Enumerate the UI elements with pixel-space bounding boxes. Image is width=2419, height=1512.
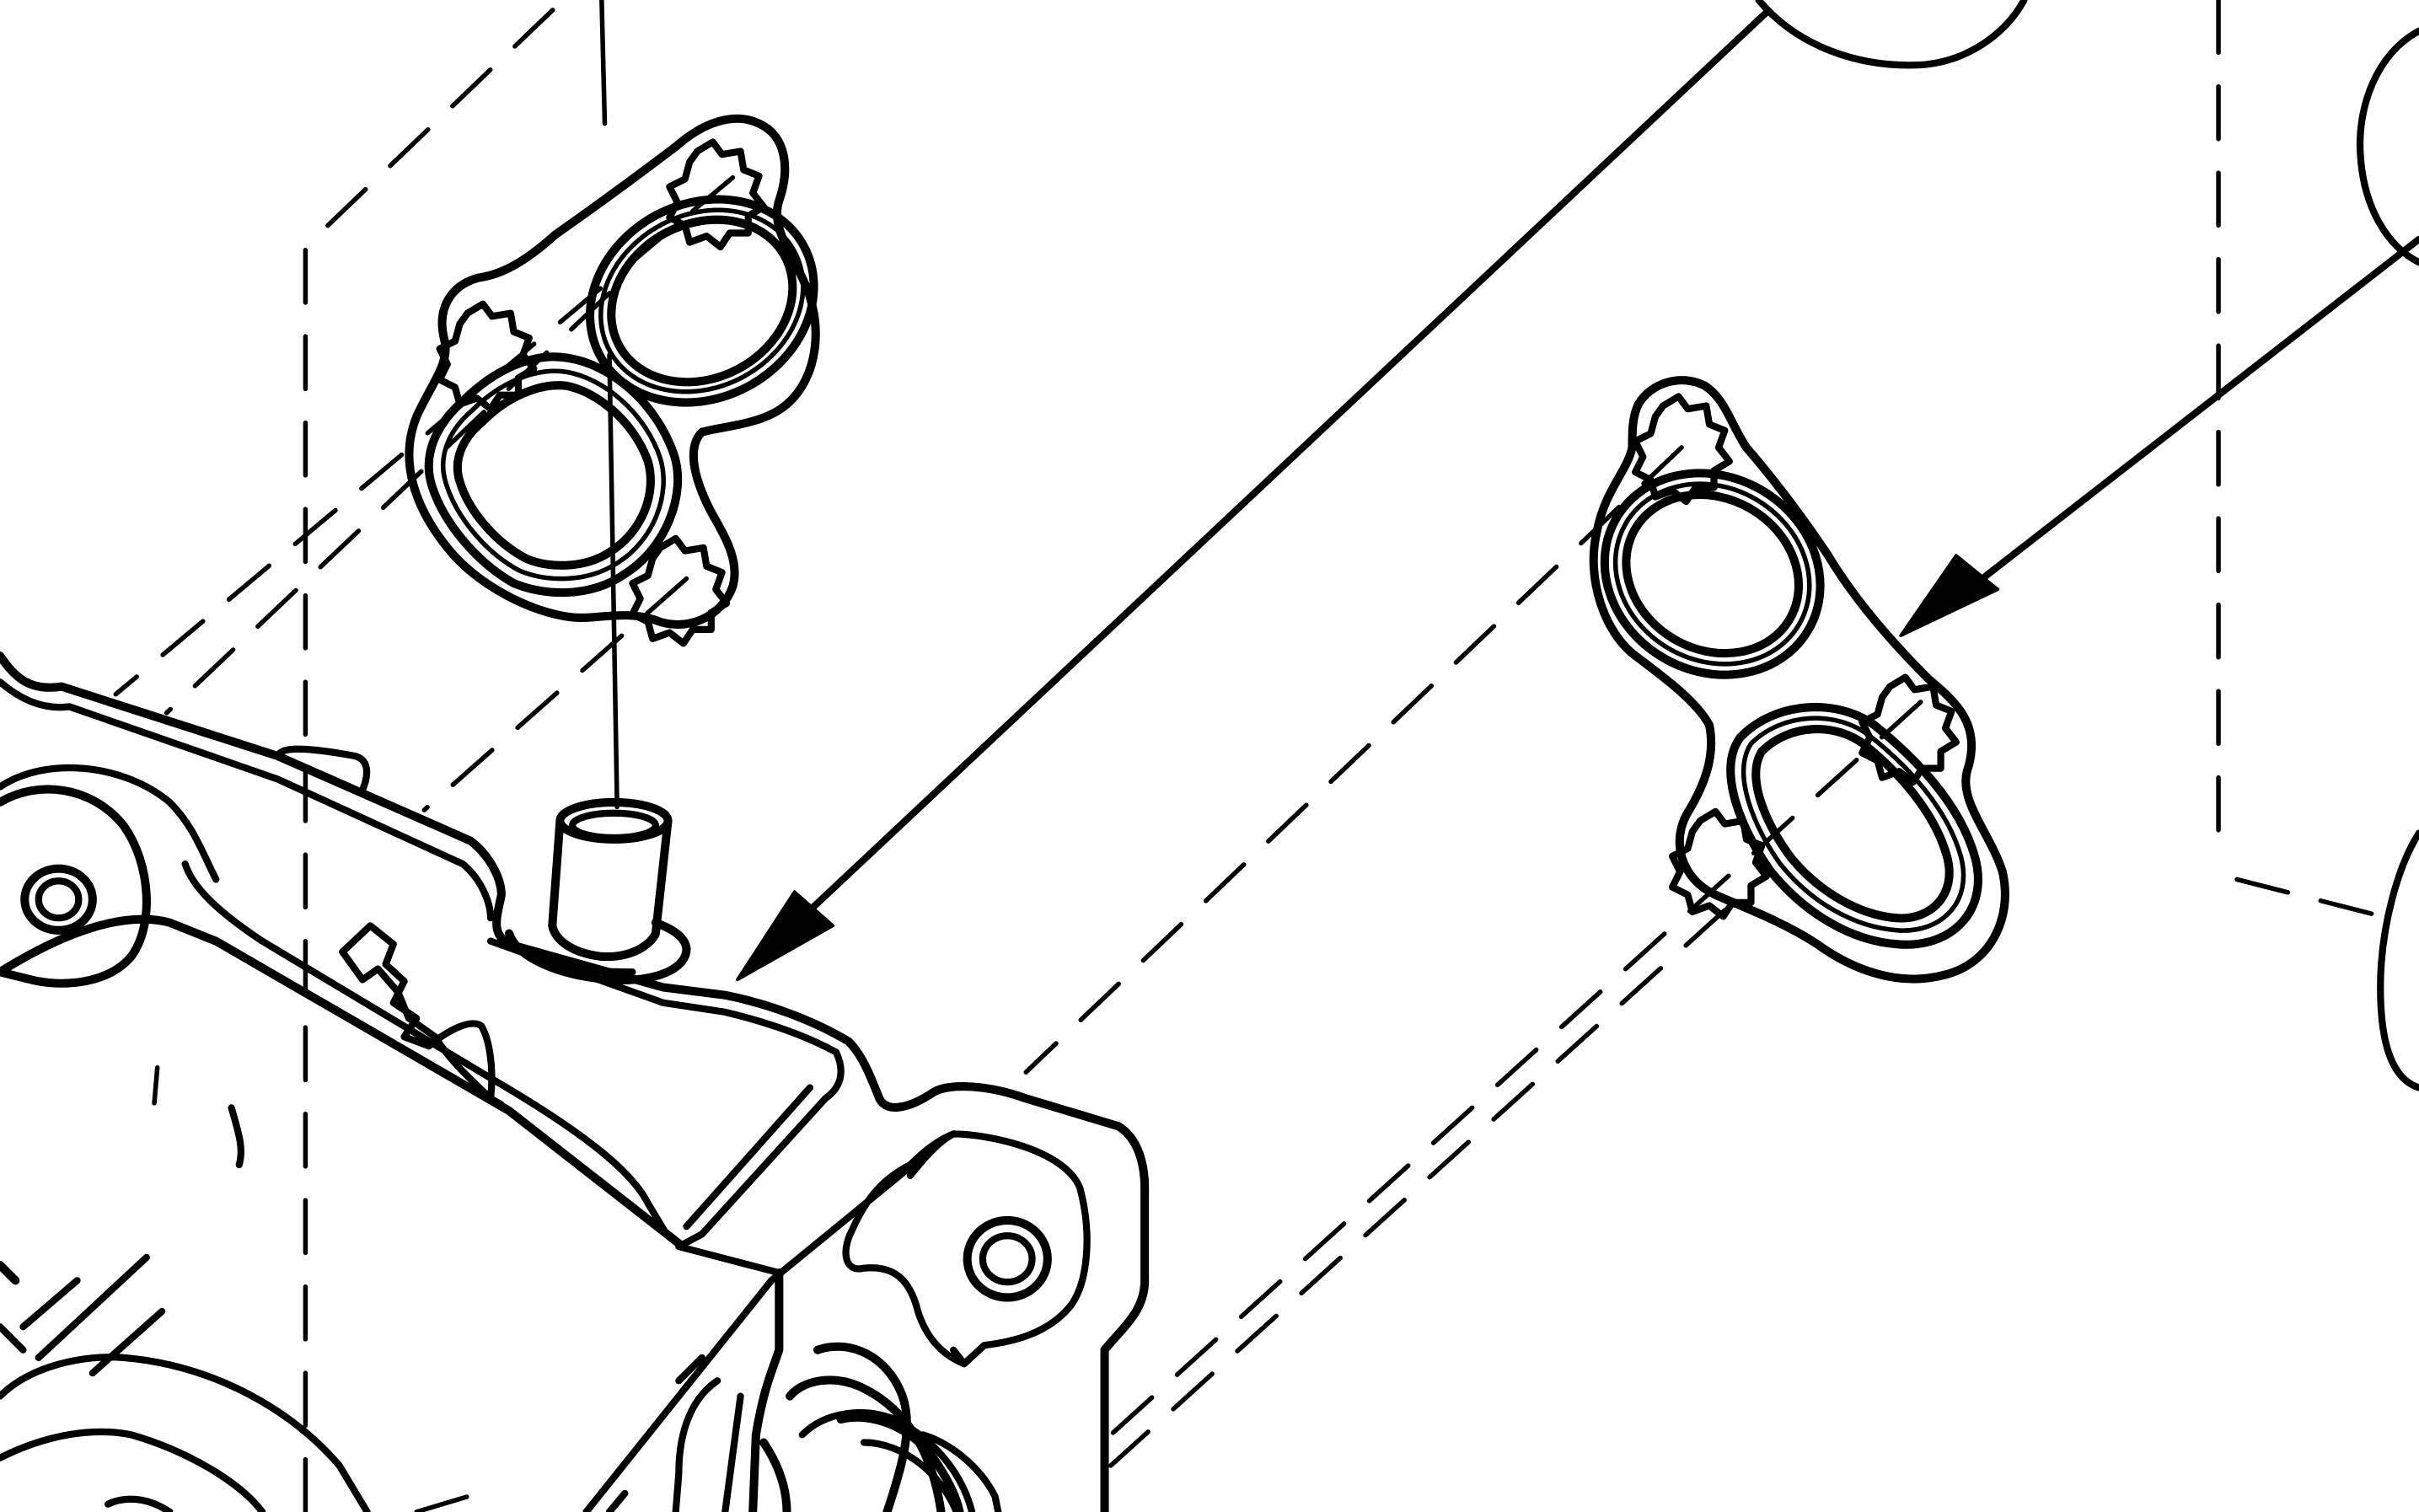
threaded-outlet (672, 1268, 1002, 1512)
square-seal-opening (424, 352, 683, 598)
round-seal-opening (1600, 469, 1825, 679)
fastener-hole (1668, 807, 1770, 920)
fastener-hole (629, 534, 731, 647)
fastener-hole (1632, 393, 1733, 506)
callout-arrow-right (1899, 235, 2419, 638)
boss-hole (842, 1130, 1091, 1368)
alignment-lines (113, 0, 2391, 1512)
gasket-left (405, 114, 820, 647)
fastener-hole (436, 300, 538, 413)
fastener-hole (1858, 673, 1960, 786)
oval-seal-opening (1726, 703, 1982, 949)
hose-barb (339, 922, 505, 1108)
callout-arrow-left (736, 8, 1770, 982)
housing-assembly (0, 651, 1150, 1512)
gasket-right (1589, 376, 2009, 984)
tube-outlet (504, 797, 691, 984)
round-seal-opening (586, 195, 818, 407)
fastener-hole (666, 138, 768, 251)
partial-circles-top-right (1755, 0, 2419, 1091)
